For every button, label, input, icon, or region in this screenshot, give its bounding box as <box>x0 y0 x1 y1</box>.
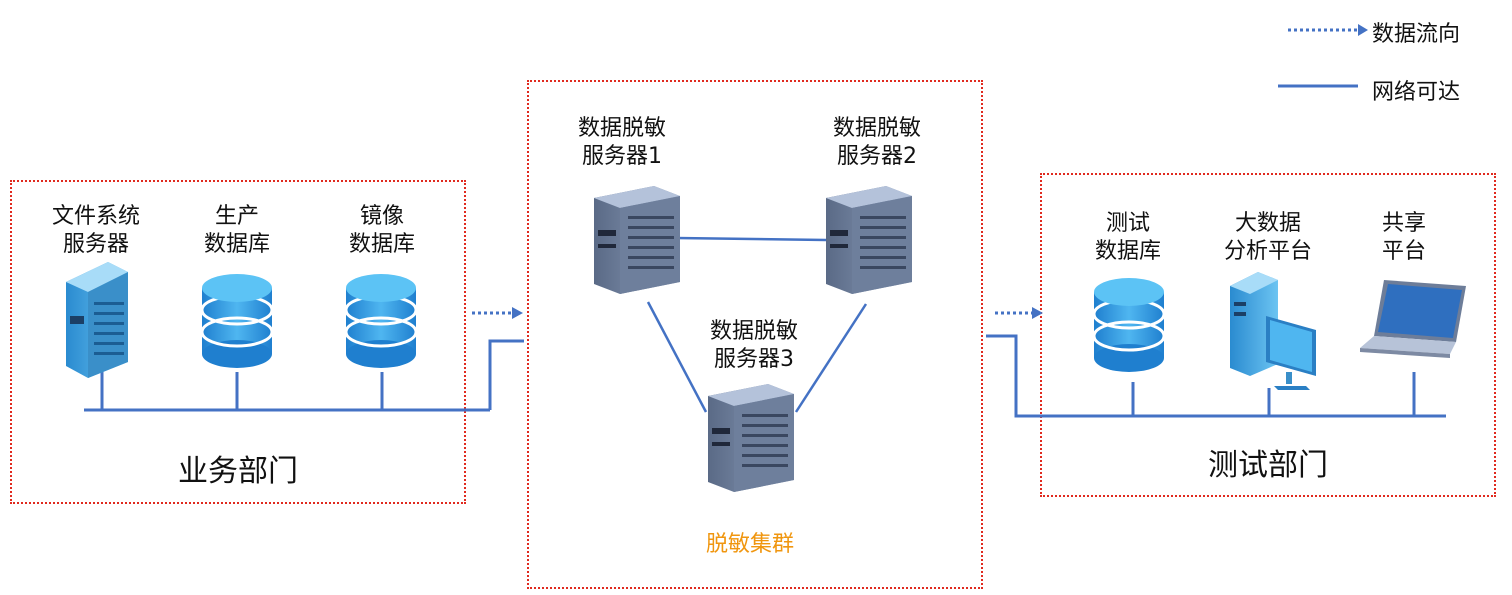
prod-db-label: 生产 数据库 <box>203 204 270 257</box>
test-db-label: 测试 数据库 <box>1094 211 1161 264</box>
file-server-icon <box>66 262 128 378</box>
bigdata-label: 大数据 分析平台 <box>1223 211 1312 264</box>
business-network-lines <box>84 339 524 412</box>
server3-label: 数据脱敏 服务器3 <box>709 319 798 372</box>
test-dept-label: 测试部门 <box>1208 448 1328 483</box>
legend-flow-label: 数据流向 <box>1372 22 1461 47</box>
flow-arrowhead-1 <box>512 307 523 319</box>
share-platform-label: 共享 平台 <box>1381 211 1426 264</box>
server2-icon <box>826 186 912 294</box>
flow-arrowhead-2 <box>1032 307 1043 319</box>
legend-reach-label: 网络可达 <box>1372 80 1461 105</box>
share-platform-laptop-icon <box>1360 280 1466 358</box>
mirror-db-label: 镜像 数据库 <box>348 204 415 257</box>
cluster-network-lines <box>646 236 868 413</box>
cluster-label: 脱敏集群 <box>705 532 794 557</box>
bigdata-platform-icon <box>1230 272 1316 390</box>
server2-label: 数据脱敏 服务器2 <box>832 116 921 169</box>
business-dept-box <box>10 180 466 504</box>
mirror-db-icon <box>344 272 418 370</box>
prod-db-icon <box>200 272 274 370</box>
test-dept-box <box>1040 173 1496 497</box>
server3-icon <box>708 384 794 492</box>
file-server-label: 文件系统 服务器 <box>51 204 140 257</box>
server1-label: 数据脱敏 服务器1 <box>577 116 666 169</box>
test-db-icon <box>1092 276 1166 374</box>
test-network-lines <box>986 334 1446 418</box>
server1-icon <box>594 186 680 294</box>
business-dept-label: 业务部门 <box>178 454 298 489</box>
cluster-box <box>527 80 983 589</box>
legend-flow-arrowhead <box>1358 24 1368 36</box>
